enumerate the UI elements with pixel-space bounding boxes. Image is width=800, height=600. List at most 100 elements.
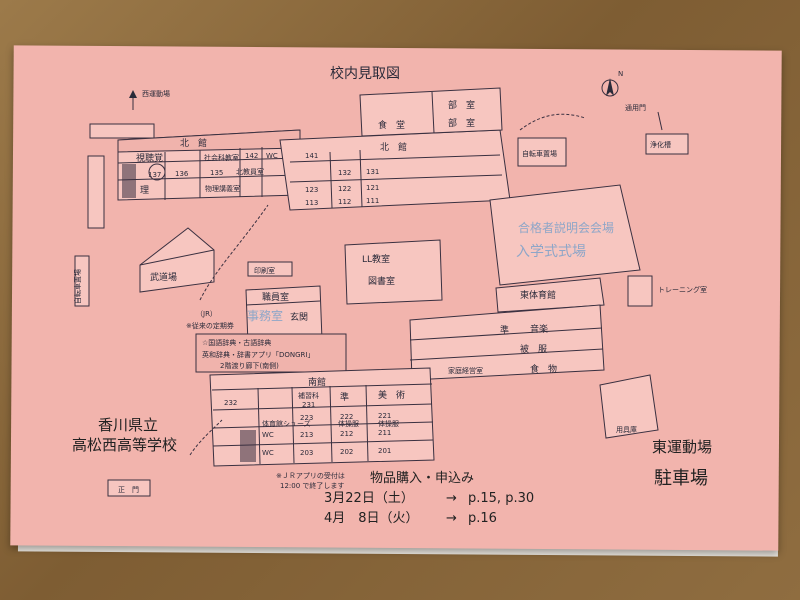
svg-text:112: 112 — [338, 198, 351, 206]
svg-text:201: 201 — [378, 447, 391, 455]
svg-text:232: 232 — [224, 399, 237, 407]
bike-shed-right — [517, 137, 567, 167]
svg-text:121: 121 — [366, 184, 379, 192]
dictionary-notice: ☆国語辞典・古語辞典 英和辞典・辞書アプリ「DONGRI」 2階渡り廊下(南側) — [195, 333, 347, 373]
svg-text:事務室: 事務室 — [247, 308, 283, 323]
svg-text:122: 122 — [338, 185, 351, 193]
left-horizontal-block — [89, 123, 155, 139]
svg-text:WC: WC — [262, 431, 274, 439]
svg-text:印刷室: 印刷室 — [254, 266, 275, 275]
gymnasium: 合格者説明会会場 入学式式場 — [489, 184, 641, 286]
svg-text:正 門: 正 門 — [118, 486, 139, 494]
exam-result-venue: 合格者説明会会場 — [518, 220, 614, 235]
svg-text:自転車置場: 自転車置場 — [522, 149, 557, 158]
svg-text:132: 132 — [338, 169, 351, 177]
svg-text:213: 213 — [300, 431, 313, 439]
svg-text:西運動場: 西運動場 — [142, 89, 170, 98]
bike-label-1: 自転車置場 — [73, 269, 82, 304]
left-vertical-block — [87, 155, 105, 229]
svg-text:理: 理 — [140, 185, 149, 196]
svg-text:WC: WC — [266, 152, 278, 160]
svg-text:142: 142 — [245, 152, 258, 160]
stone-path-2 — [189, 419, 223, 456]
svg-text:203: 203 — [300, 449, 313, 457]
svg-text:体操服: 体操服 — [378, 419, 399, 428]
svg-text:→: → — [446, 491, 457, 506]
svg-text:食 堂: 食 堂 — [378, 119, 405, 131]
svg-text:北 館: 北 館 — [380, 141, 407, 153]
jr-app-note-line1: ※ＪＲアプリの受付は — [276, 471, 345, 480]
svg-text:図書室: 図書室 — [368, 275, 395, 287]
svg-text:トレーニング室: トレーニング室 — [658, 285, 707, 294]
svg-text:202: 202 — [340, 448, 353, 456]
west-field-marker: 西運動場 — [129, 89, 170, 110]
stone-path-1 — [199, 204, 269, 301]
svg-text:準: 準 — [340, 391, 349, 403]
svg-text:211: 211 — [378, 429, 391, 437]
svg-text:N: N — [618, 70, 623, 78]
svg-text:体操服: 体操服 — [338, 419, 359, 428]
svg-text:美 術: 美 術 — [378, 389, 405, 401]
svg-text:武道場: 武道場 — [150, 271, 177, 283]
svg-text:北 館: 北 館 — [180, 137, 207, 149]
svg-text:食 物: 食 物 — [530, 363, 557, 375]
purchase-heading: 物品購入・申込み — [370, 471, 474, 486]
school-prefecture: 香川県立 — [98, 416, 158, 434]
svg-text:123: 123 — [305, 186, 318, 194]
svg-text:137: 137 — [148, 171, 161, 179]
east-gym: 東体育館 — [495, 277, 605, 313]
svg-text:135: 135 — [210, 169, 223, 177]
map-title: 校内見取図 — [330, 65, 400, 82]
svg-text:音楽: 音楽 — [530, 323, 548, 335]
svg-text:部 室: 部 室 — [448, 117, 475, 129]
svg-text:111: 111 — [366, 197, 379, 205]
special-rooms-block: 準 音楽 被 服 家庭経営室 食 物 — [409, 304, 605, 381]
svg-text:社会科教室: 社会科教室 — [204, 153, 239, 162]
tool-storage: 用具庫 — [599, 374, 659, 439]
schedule-row: 4月 8日（火） → p.16 — [324, 511, 497, 526]
svg-text:玄関: 玄関 — [290, 311, 308, 323]
svg-text:222: 222 — [340, 413, 353, 421]
svg-text:家庭経営室: 家庭経営室 — [448, 366, 483, 375]
jr-label: （JR） — [196, 310, 217, 318]
svg-text:東体育館: 東体育館 — [520, 289, 556, 301]
stone-path-3 — [519, 113, 586, 131]
svg-text:北教員室: 北教員室 — [236, 167, 264, 176]
svg-text:体育館シューズ: 体育館シューズ — [262, 419, 311, 428]
entrance-ceremony-venue: 入学式式場 — [516, 244, 586, 260]
svg-text:p.16: p.16 — [468, 511, 497, 526]
center-north-building: 北 館 141 132 131 123 122 121 113 112 111 — [279, 129, 511, 211]
svg-text:WC: WC — [262, 449, 274, 457]
svg-text:131: 131 — [366, 168, 379, 176]
svg-text:補習科: 補習科 — [298, 391, 319, 400]
bike-block-1 — [74, 255, 90, 307]
jr-app-note-line2: 12:00 で終了します — [280, 481, 344, 490]
school-name: 高松西高等学校 — [72, 436, 177, 454]
svg-text:準: 準 — [500, 324, 509, 336]
svg-text:用具庫: 用具庫 — [616, 425, 637, 434]
south-building: 南館 補習科 231 232 準 美 術 223 222 221 体育館シューズ… — [209, 367, 435, 467]
svg-text:212: 212 — [340, 430, 353, 438]
svg-text:英和辞典・辞書アプリ「DONGRI」: 英和辞典・辞書アプリ「DONGRI」 — [202, 350, 315, 359]
svg-text:被 服: 被 服 — [520, 343, 547, 355]
svg-text:3月22日（土）: 3月22日（土） — [324, 491, 414, 506]
purification-tank — [645, 133, 689, 155]
svg-text:223: 223 — [300, 414, 313, 422]
svg-text:物理講義室: 物理講義室 — [205, 184, 240, 193]
training-room — [627, 275, 653, 307]
budo-hall: 武道場 — [139, 227, 215, 293]
north-arrow-icon: N — [601, 70, 623, 97]
svg-text:231: 231 — [302, 401, 315, 409]
svg-text:4月 8日（火）: 4月 8日（火） — [324, 511, 419, 526]
cafeteria-block: 食 堂 部 室 部 室 — [359, 87, 503, 137]
commuter-pass-note: ※従来の定期券 — [186, 321, 234, 330]
svg-text:113: 113 — [305, 199, 318, 207]
svg-text:職員室: 職員室 — [262, 291, 289, 303]
svg-text:136: 136 — [175, 170, 189, 178]
north-building: 北 館 視聴覚 社会科教室 142 WC 137 136 135 北教員室 理 … — [117, 129, 301, 201]
svg-text:☆国語辞典・古語辞典: ☆国語辞典・古語辞典 — [202, 338, 271, 347]
svg-text:→: → — [446, 511, 457, 526]
library-block: LL教室 図書室 — [344, 239, 443, 305]
parking-label: 駐車場 — [654, 468, 708, 489]
